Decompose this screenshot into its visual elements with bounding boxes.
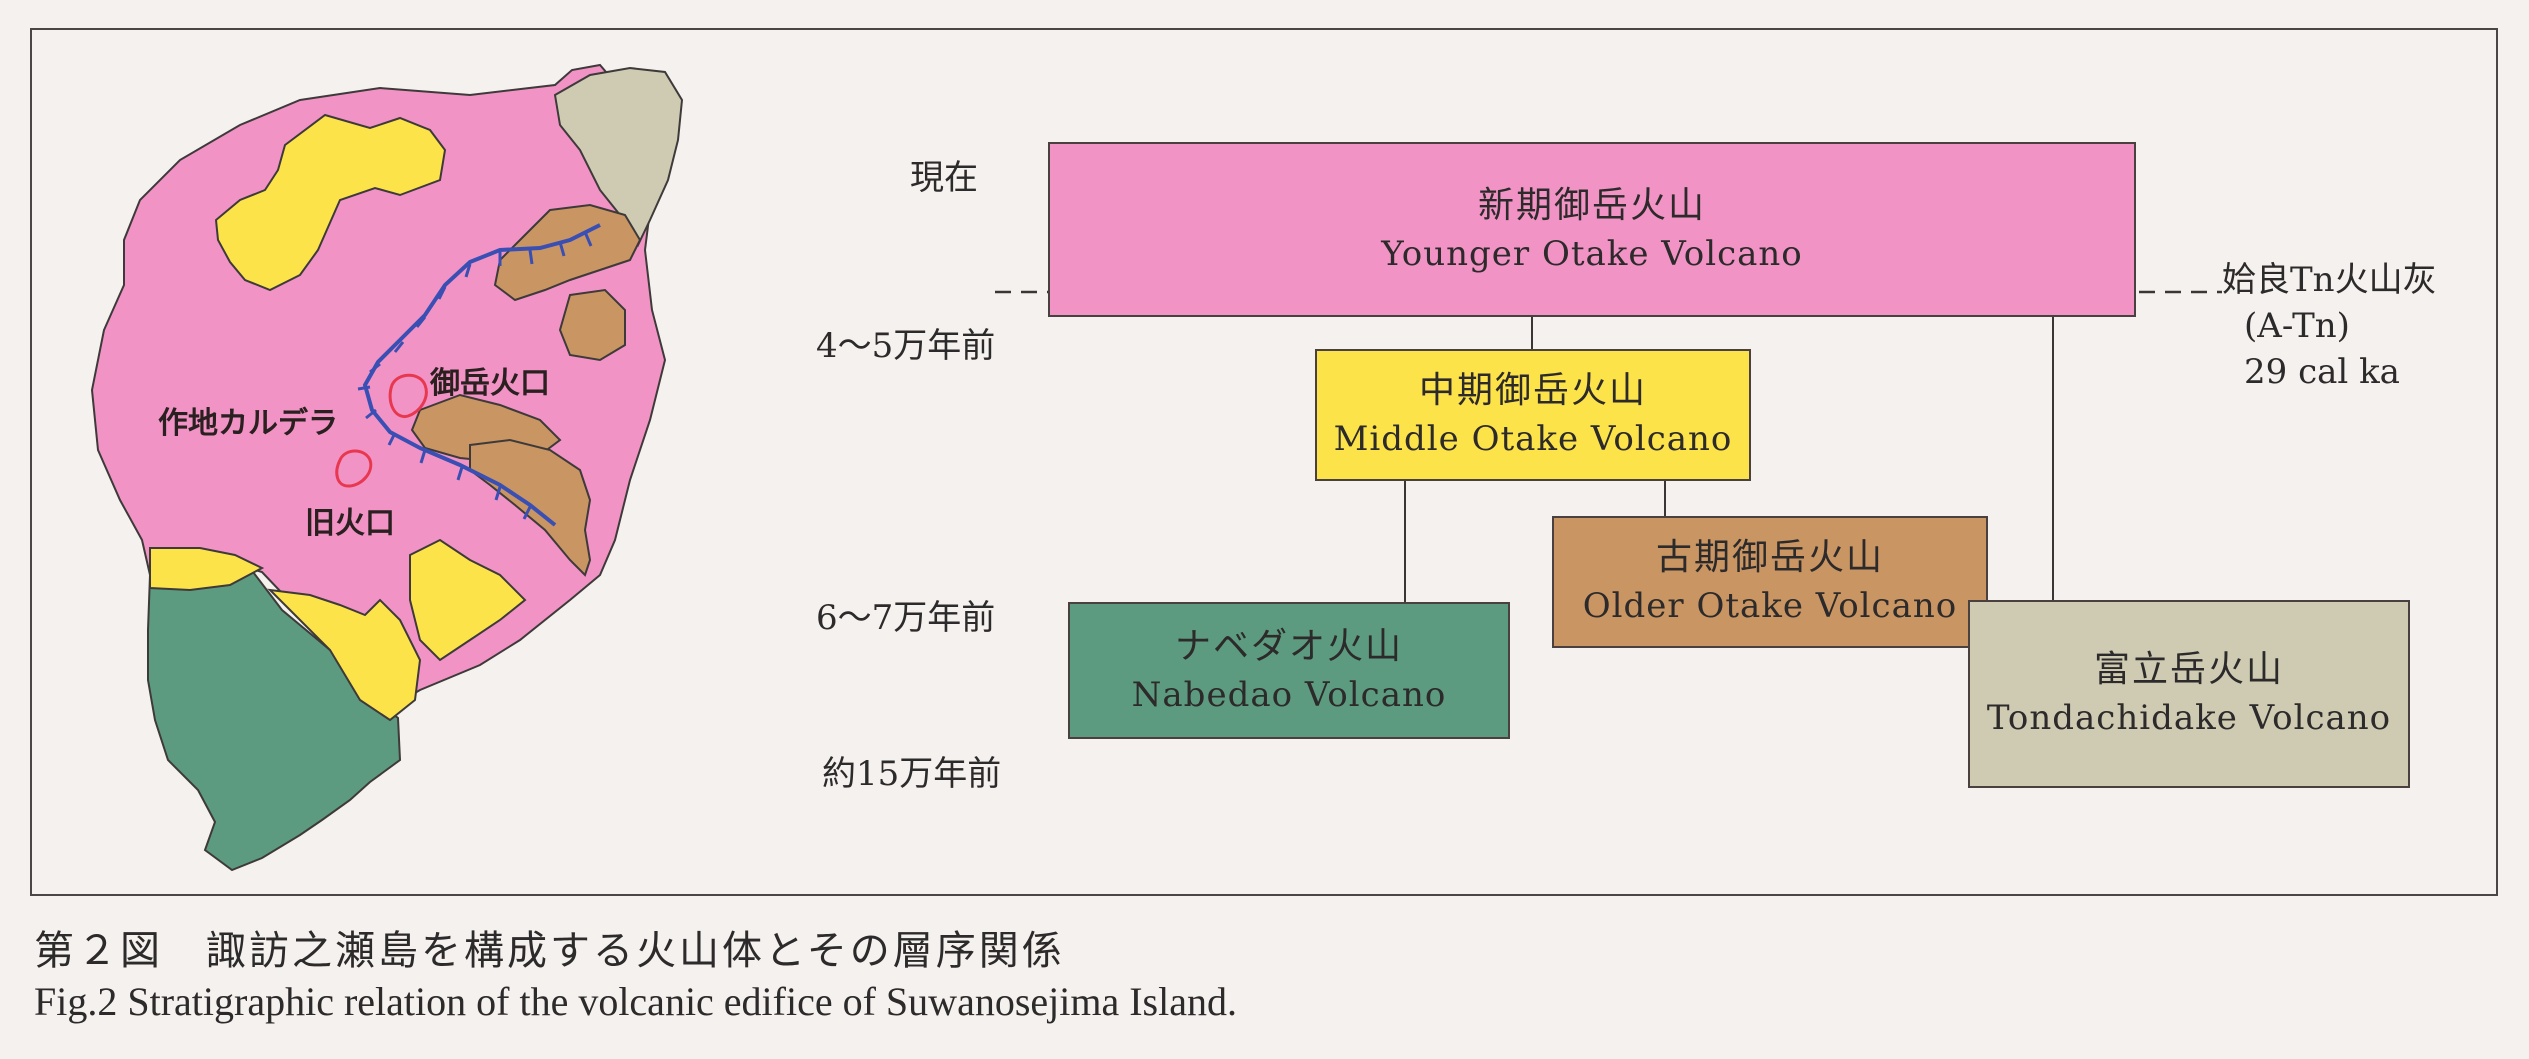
map-unit-middle-otake-n: [214, 113, 447, 292]
map-label-old-crater: 旧火口: [305, 506, 395, 541]
island-geologic-map: [90, 63, 684, 872]
map-unit-older-otake-e: [558, 288, 626, 362]
map-unit-middle-otake-s2: [267, 588, 422, 722]
map-unit-tondachidake: [553, 66, 684, 248]
younger-otake-en: Younger Otake Volcano: [1381, 233, 1803, 274]
time-label-4-5: 4～5万年前: [816, 326, 996, 366]
box-younger-otake: 新期御岳火山 Younger Otake Volcano: [1048, 142, 2136, 317]
older-otake-en: Older Otake Volcano: [1582, 586, 1958, 627]
nabedao-ja: ナベダオ火山: [1174, 625, 1403, 667]
otake-caldera-rim-hatch: [357, 231, 593, 520]
caption-japanese: 第２図 諏訪之瀬島を構成する火山体とその層序関係: [34, 928, 1065, 974]
box-middle-otake: 中期御岳火山 Middle Otake Volcano: [1315, 349, 1751, 481]
box-nabedao: ナベダオ火山 Nabedao Volcano: [1068, 602, 1510, 739]
a-tn-code: (A-Tn): [2244, 305, 2350, 346]
middle-otake-ja: 中期御岳火山: [1418, 370, 1647, 411]
middle-otake-en: Middle Otake Volcano: [1333, 419, 1733, 460]
a-tn-name: 姶良Tn火山灰: [2222, 260, 2437, 300]
time-label-6-7: 6～7万年前: [816, 598, 996, 638]
figure-frame: [30, 28, 2498, 896]
box-older-otake: 古期御岳火山 Older Otake Volcano: [1552, 516, 1988, 648]
old-crater-south: [335, 449, 373, 488]
time-label-present: 現在: [910, 158, 978, 198]
map-label-otake-crater: 御岳火口: [430, 366, 550, 401]
nabedao-en: Nabedao Volcano: [1131, 674, 1447, 715]
otake-caldera-rim: [362, 223, 601, 527]
older-otake-ja: 古期御岳火山: [1655, 537, 1884, 578]
map-label-caldera: 作地カルデラ: [158, 406, 338, 441]
caption-english: Fig.2 Stratigraphic relation of the volc…: [34, 979, 1237, 1024]
map-unit-middle-otake-s1: [149, 547, 265, 592]
time-label-15: 約15万年前: [822, 754, 1002, 794]
younger-otake-ja: 新期御岳火山: [1477, 184, 1706, 226]
a-tn-tephra-label: 姶良Tn火山灰 (A-Tn) 29 cal ka: [2222, 258, 2437, 396]
tondachidake-ja: 富立岳火山: [2093, 649, 2284, 690]
old-crater-north: [388, 373, 428, 419]
a-tn-age: 29 cal ka: [2244, 351, 2400, 392]
map-unit-middle-otake-s3: [409, 538, 527, 662]
tondachidake-en: Tondachidake Volcano: [1986, 698, 2392, 739]
box-tondachidake: 富立岳火山 Tondachidake Volcano: [1968, 600, 2410, 788]
